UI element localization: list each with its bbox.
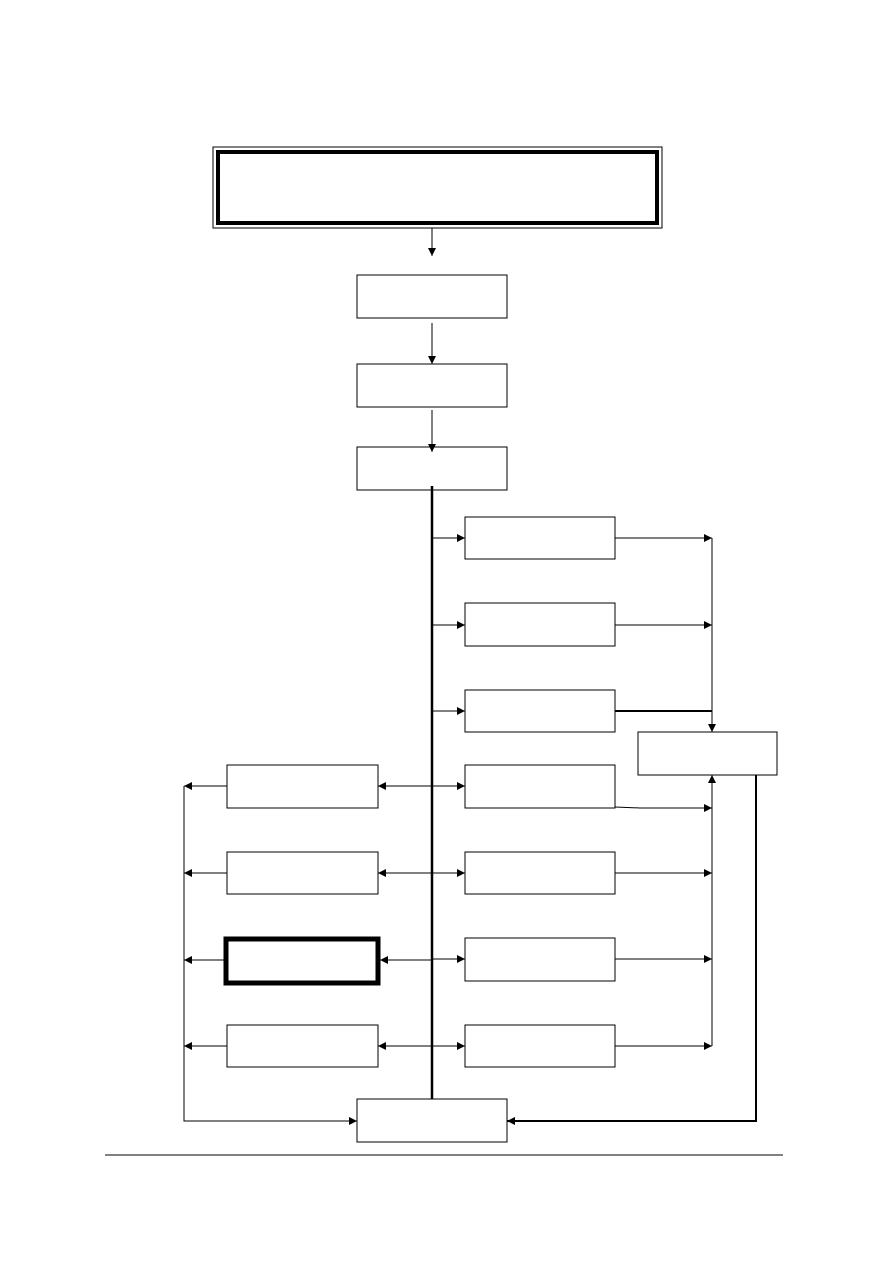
trunk-to-right-arrows	[432, 534, 465, 1050]
left-rail-connectors	[183, 782, 357, 1125]
left-box-2	[226, 851, 379, 895]
right-box-2	[464, 602, 616, 647]
right-box-1	[464, 516, 616, 560]
merge-to-bottom-connector	[507, 775, 757, 1125]
step-box-3	[356, 446, 508, 491]
title-box	[212, 146, 663, 229]
right-rail-connectors	[614, 534, 716, 1050]
left-box-4	[226, 1024, 379, 1068]
right-box-4	[464, 764, 616, 809]
trunk-to-left-arrows	[378, 782, 432, 1050]
right-box-6	[464, 937, 616, 982]
left-box-1	[226, 764, 379, 809]
merge-box	[637, 731, 778, 776]
right-box-5	[464, 851, 616, 895]
step-box-2	[356, 363, 508, 408]
left-box-3-highlighted	[223, 936, 381, 986]
right-box-7	[464, 1024, 616, 1068]
right-box-3	[464, 689, 616, 733]
bottom-box	[356, 1098, 508, 1143]
step-box-1	[356, 274, 508, 319]
